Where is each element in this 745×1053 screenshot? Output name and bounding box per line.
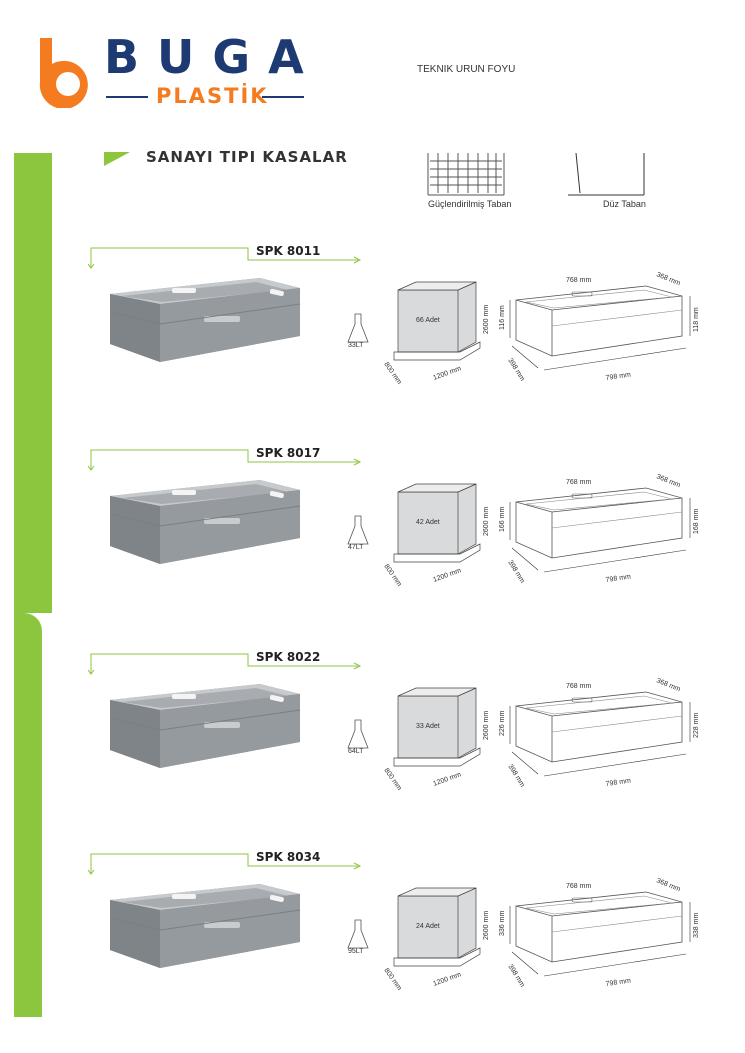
crate-dimension-drawing: 768 mm 368 mm 798 mm 398 mm 116 mm 118 m… — [499, 271, 700, 382]
inner-width: 368 mm — [655, 271, 681, 287]
volume-flask-icon: 64LT — [347, 719, 369, 754]
pallet-width: 1200 mm — [432, 567, 462, 584]
brand-logo-icon — [34, 36, 96, 109]
model-name: SPK 8011 — [256, 244, 321, 258]
pallet-height: 2600 mm — [483, 911, 490, 940]
pallet-quantity: 33 Adet — [416, 723, 440, 730]
outer-width: 398 mm — [506, 963, 525, 988]
outer-height: 168 mm — [693, 509, 700, 534]
volume-flask-icon: 95LT — [347, 919, 369, 954]
crate-photo — [109, 684, 301, 768]
model-name: SPK 8022 — [256, 650, 321, 664]
pallet-diagram: 66 Adet 2600 mm 800 mm 1200 mm — [382, 281, 490, 386]
crate-photo — [109, 884, 301, 968]
product-row-2: SPK 8017 47LT 42 Adet — [0, 442, 745, 642]
volume-label: 33LT — [348, 342, 364, 348]
outer-length: 798 mm — [605, 574, 631, 584]
outer-length: 798 mm — [605, 778, 631, 788]
outer-width: 398 mm — [506, 357, 525, 382]
model-bracket — [88, 853, 362, 875]
pallet-quantity: 66 Adet — [416, 317, 440, 324]
pallet-height: 2600 mm — [483, 711, 490, 740]
section-title: SANAYI TIPI KASALAR — [146, 148, 348, 166]
volume-flask-icon: 47LT — [347, 515, 369, 550]
outer-height: 338 mm — [693, 913, 700, 938]
section-arrow-icon — [104, 150, 130, 170]
pallet-depth: 800 mm — [382, 361, 402, 386]
volume-flask-icon: 33LT — [347, 313, 369, 348]
doc-title: TEKNIK URUN FOYU — [417, 64, 516, 75]
model-bracket — [88, 653, 362, 675]
inner-width: 368 mm — [655, 877, 681, 893]
outer-length: 798 mm — [605, 978, 631, 988]
pallet-quantity: 42 Adet — [416, 519, 440, 526]
volume-label: 47LT — [348, 544, 364, 550]
model-name: SPK 8034 — [256, 850, 321, 864]
crate-dimension-drawing: 768 mm 368 mm 798 mm 398 mm 336 mm 338 m… — [499, 877, 700, 988]
reinforced-base-label: Güçlendirilmiş Taban — [428, 199, 512, 209]
inner-length: 768 mm — [566, 883, 591, 890]
volume-label: 95LT — [348, 948, 364, 954]
model-name: SPK 8017 — [256, 446, 321, 460]
outer-length: 798 mm — [605, 372, 631, 382]
pallet-width: 1200 mm — [432, 365, 462, 382]
pallet-diagram: 42 Adet 2600 mm 800 mm 1200 mm — [382, 483, 490, 588]
inner-length: 768 mm — [566, 479, 591, 486]
model-bracket — [88, 247, 362, 269]
inner-length: 768 mm — [566, 277, 591, 284]
product-row-4: SPK 8034 95LT 24 Adet — [0, 846, 745, 1046]
inner-height: 116 mm — [499, 305, 506, 330]
pallet-quantity: 24 Adet — [416, 923, 440, 930]
crate-photo — [109, 480, 301, 564]
side-accent-bar — [14, 153, 52, 613]
inner-height: 166 mm — [499, 507, 506, 532]
brand-sub: PLASTİK — [156, 84, 269, 108]
pallet-diagram: 33 Adet 2600 mm 800 mm 1200 mm — [382, 687, 490, 792]
flat-base-label: Düz Taban — [603, 199, 646, 209]
pallet-depth: 800 mm — [382, 967, 402, 992]
pallet-height: 2600 mm — [483, 507, 490, 536]
inner-length: 768 mm — [566, 683, 591, 690]
brand-rule-left — [106, 96, 148, 98]
inner-width: 368 mm — [655, 677, 681, 693]
pallet-width: 1200 mm — [432, 771, 462, 788]
product-row-1: SPK 8011 33LT 66 Adet — [0, 240, 745, 440]
side-accent-bar-lower — [14, 613, 42, 1017]
crate-photo — [109, 278, 301, 362]
brand-name: BUGA — [104, 30, 322, 84]
pallet-height: 2600 mm — [483, 305, 490, 334]
outer-height: 228 mm — [693, 713, 700, 738]
model-bracket — [88, 449, 362, 471]
product-row-3: SPK 8022 64LT 33 Adet — [0, 646, 745, 846]
crate-dimension-drawing: 768 mm 368 mm 798 mm 398 mm 226 mm 228 m… — [499, 677, 700, 788]
outer-width: 398 mm — [506, 559, 525, 584]
pallet-depth: 800 mm — [382, 767, 402, 792]
brand-rule-right — [262, 96, 304, 98]
inner-height: 336 mm — [499, 911, 506, 936]
flat-base-icon — [566, 152, 646, 197]
reinforced-base-icon — [426, 153, 506, 197]
volume-label: 64LT — [348, 748, 364, 754]
pallet-width: 1200 mm — [432, 971, 462, 988]
inner-width: 368 mm — [655, 473, 681, 489]
pallet-depth: 800 mm — [382, 563, 402, 588]
outer-width: 398 mm — [506, 763, 525, 788]
outer-height: 118 mm — [693, 307, 700, 332]
crate-dimension-drawing: 768 mm 368 mm 798 mm 398 mm 166 mm 168 m… — [499, 473, 700, 584]
pallet-diagram: 24 Adet 2600 mm 800 mm 1200 mm — [382, 887, 490, 992]
inner-height: 226 mm — [499, 711, 506, 736]
